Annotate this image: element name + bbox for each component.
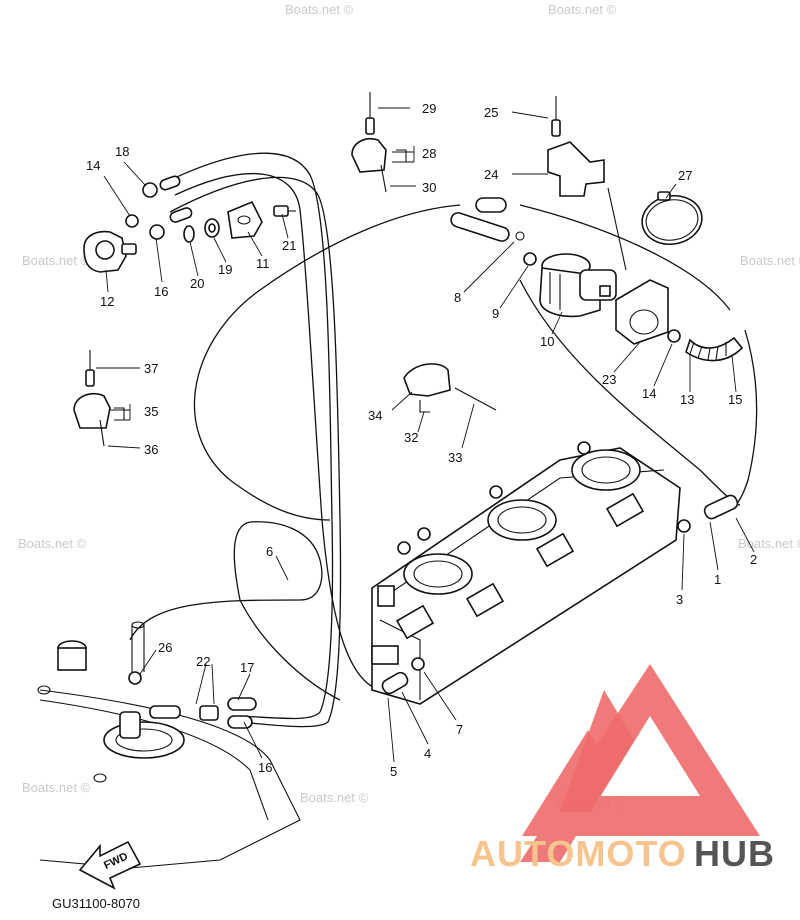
callout-13: 13 (680, 392, 694, 407)
callout-6: 6 (266, 544, 273, 559)
callout-4: 4 (424, 746, 431, 761)
leader-lines (96, 107, 755, 763)
logo-text-automoto: AUTOMOTO (470, 833, 687, 874)
bracket-29-assembly (351, 92, 407, 193)
callout-23: 22 (196, 654, 210, 669)
watermark: Boats.net © (285, 2, 354, 17)
callout-29: 28 (422, 146, 436, 161)
callout-2: 2 (750, 552, 757, 567)
callout-14a: 14 (86, 158, 100, 173)
callout-37: 37 (144, 361, 158, 376)
fuel-tap-assembly (83, 175, 296, 273)
bracket-25-assembly (547, 96, 627, 271)
callout-22: 21 (282, 238, 296, 253)
logo-triangle-mark (520, 664, 760, 862)
fuel-hoses (129, 152, 758, 728)
watermark: Boats.net © (300, 790, 369, 805)
fuel-filter-10 (539, 253, 617, 318)
callout-34: 34 (368, 408, 382, 423)
callout-21: 20 (190, 276, 204, 291)
callout-5: 5 (390, 764, 397, 779)
watermark: Boats.net © (738, 536, 800, 551)
callout-35: 35 (144, 404, 158, 419)
callout-18: 17 (240, 660, 254, 675)
callout-27: 26 (158, 640, 172, 655)
hose-joint (450, 197, 537, 266)
carburetor-assembly (371, 441, 739, 705)
logo-text-hub: HUB (694, 833, 775, 874)
callout-30: 29 (422, 101, 436, 116)
fwd-arrow: FWD (78, 840, 142, 890)
callout-17: 16 (154, 284, 168, 299)
callout-10: 10 (540, 334, 554, 349)
callout-28: 27 (678, 168, 692, 183)
callout-16: 16 (258, 760, 272, 775)
callout-19: 18 (115, 144, 129, 159)
callout-1: 1 (714, 572, 721, 587)
callout-9: 9 (492, 306, 499, 321)
callout-7: 7 (456, 722, 463, 737)
callout-20: 19 (218, 262, 232, 277)
callout-14b: 14 (642, 386, 656, 401)
automotohub-logo: AUTOMOTO HUB (470, 664, 775, 874)
bracket-35-assembly (73, 350, 125, 447)
clamp-28 (641, 191, 703, 246)
watermark: Boats.net © (22, 780, 91, 795)
callout-32: 32 (404, 430, 418, 445)
watermark: Boats.net © (740, 253, 800, 268)
watermark: Boats.net © (18, 536, 87, 551)
bracket-34-assembly (403, 363, 497, 413)
diagram-code: GU31100-8070 (52, 896, 140, 911)
callout-33: 33 (448, 450, 462, 465)
callout-25: 24 (484, 167, 498, 182)
watermark: Boats.net © (548, 2, 617, 17)
callout-31: 30 (422, 180, 436, 195)
callout-12: 12 (100, 294, 114, 309)
callout-3: 3 (676, 592, 683, 607)
callout-8: 8 (454, 290, 461, 305)
callout-labels: 29 28 30 25 24 27 18 14 16 20 19 11 21 1… (86, 101, 757, 779)
logo-triangle-inner (560, 690, 634, 812)
watermark: Boats.net © (22, 253, 91, 268)
callout-15: 15 (728, 392, 742, 407)
fuel-tank (37, 640, 301, 869)
filter-bracket-24 (615, 279, 744, 362)
callout-26: 25 (484, 105, 498, 120)
callout-11: 11 (256, 256, 270, 271)
callout-36: 36 (144, 442, 158, 457)
callout-24: 23 (602, 372, 616, 387)
